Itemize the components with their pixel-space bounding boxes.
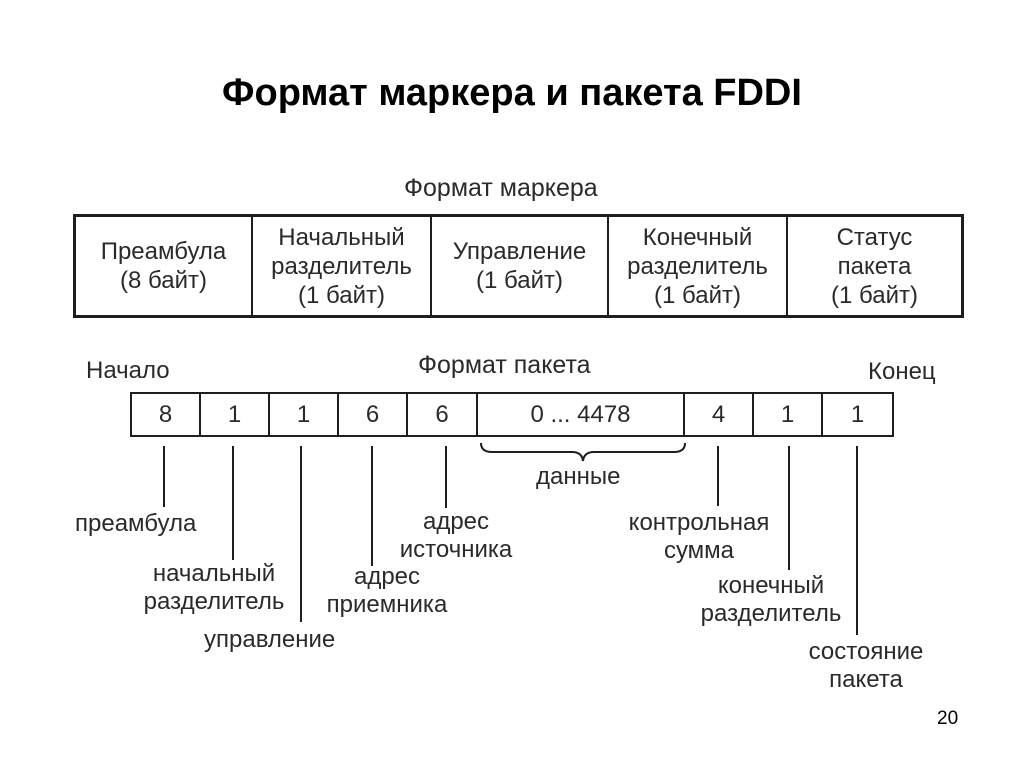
packet-end-label: Конец (868, 358, 936, 385)
token-field-line: (1 байт) (298, 281, 385, 309)
label-start-delimiter: начальный разделитель (128, 560, 300, 616)
data-label: данные (536, 463, 621, 490)
token-format-heading: Формат маркера (404, 174, 598, 202)
label-line: пакета (829, 666, 903, 693)
token-field-line: (8 байт) (120, 267, 207, 294)
token-field-line: разделитель (627, 252, 768, 280)
packet-size-cell: 1 (201, 394, 270, 435)
token-field-line: Преамбула (100, 238, 227, 265)
token-field-line: разделитель (271, 252, 412, 280)
packet-size-cell: 8 (132, 394, 201, 435)
slide-title: Формат маркера и пакета FDDI (222, 72, 802, 114)
label-line: контрольная (628, 509, 770, 536)
label-end-delimiter: конечный разделитель (686, 572, 856, 628)
label-line: состояние (808, 638, 924, 665)
label-line: разделитель (143, 588, 285, 615)
packet-format-heading: Формат пакета (418, 351, 591, 379)
token-field-line: Начальный (278, 223, 405, 251)
packet-size-cell-data: 0 ... 4478 (478, 394, 685, 435)
data-brace (480, 442, 686, 462)
token-field-start-delimiter: Начальный разделитель (1 байт) (253, 217, 432, 315)
label-line: источника (399, 536, 513, 563)
label-src-address: адрес источника (386, 508, 526, 564)
packet-size-cell: 6 (339, 394, 408, 435)
label-line: начальный (152, 560, 276, 587)
token-field-preamble: Преамбула (8 байт) (76, 217, 253, 315)
packet-format-table: 8 1 1 6 6 0 ... 4478 4 1 1 (130, 392, 894, 437)
label-line: сумма (663, 537, 735, 564)
packet-start-label: Начало (86, 357, 170, 384)
packet-size-cell: 1 (850, 400, 865, 428)
token-field-line: Статус (836, 223, 913, 251)
label-line: приемника (326, 591, 448, 618)
label-preamble: преамбула (75, 510, 196, 538)
label-line: адрес (422, 508, 490, 535)
packet-size-cell: 1 (270, 394, 339, 435)
token-field-line: (1 байт) (831, 281, 918, 309)
token-field-line: (1 байт) (476, 267, 563, 294)
packet-size-cell: 4 (685, 394, 754, 435)
token-field-line: Управление (452, 238, 587, 265)
token-field-frame-status: Статус пакета (1 байт) (788, 217, 961, 315)
token-field-control: Управление (1 байт) (432, 217, 609, 315)
page-number: 20 (937, 708, 959, 729)
token-field-line: пакета (837, 252, 912, 280)
label-line: адрес (353, 563, 421, 590)
label-dest-address: адрес приемника (314, 563, 460, 619)
packet-size-cell: 1 (754, 394, 823, 435)
label-checksum: контрольная сумма (614, 509, 784, 565)
label-frame-status: состояние пакета (796, 638, 936, 694)
label-line: преамбула (75, 510, 197, 537)
token-field-line: (1 байт) (654, 281, 741, 309)
label-line: управление (204, 626, 336, 653)
token-field-line: Конечный (642, 223, 753, 251)
token-field-end-delimiter: Конечный разделитель (1 байт) (609, 217, 788, 315)
label-line: разделитель (700, 600, 842, 627)
token-format-table: Преамбула (8 байт) Начальный разделитель… (73, 214, 964, 318)
packet-size-cell: 6 (408, 394, 478, 435)
label-line: конечный (717, 572, 825, 599)
label-control: управление (204, 626, 335, 654)
